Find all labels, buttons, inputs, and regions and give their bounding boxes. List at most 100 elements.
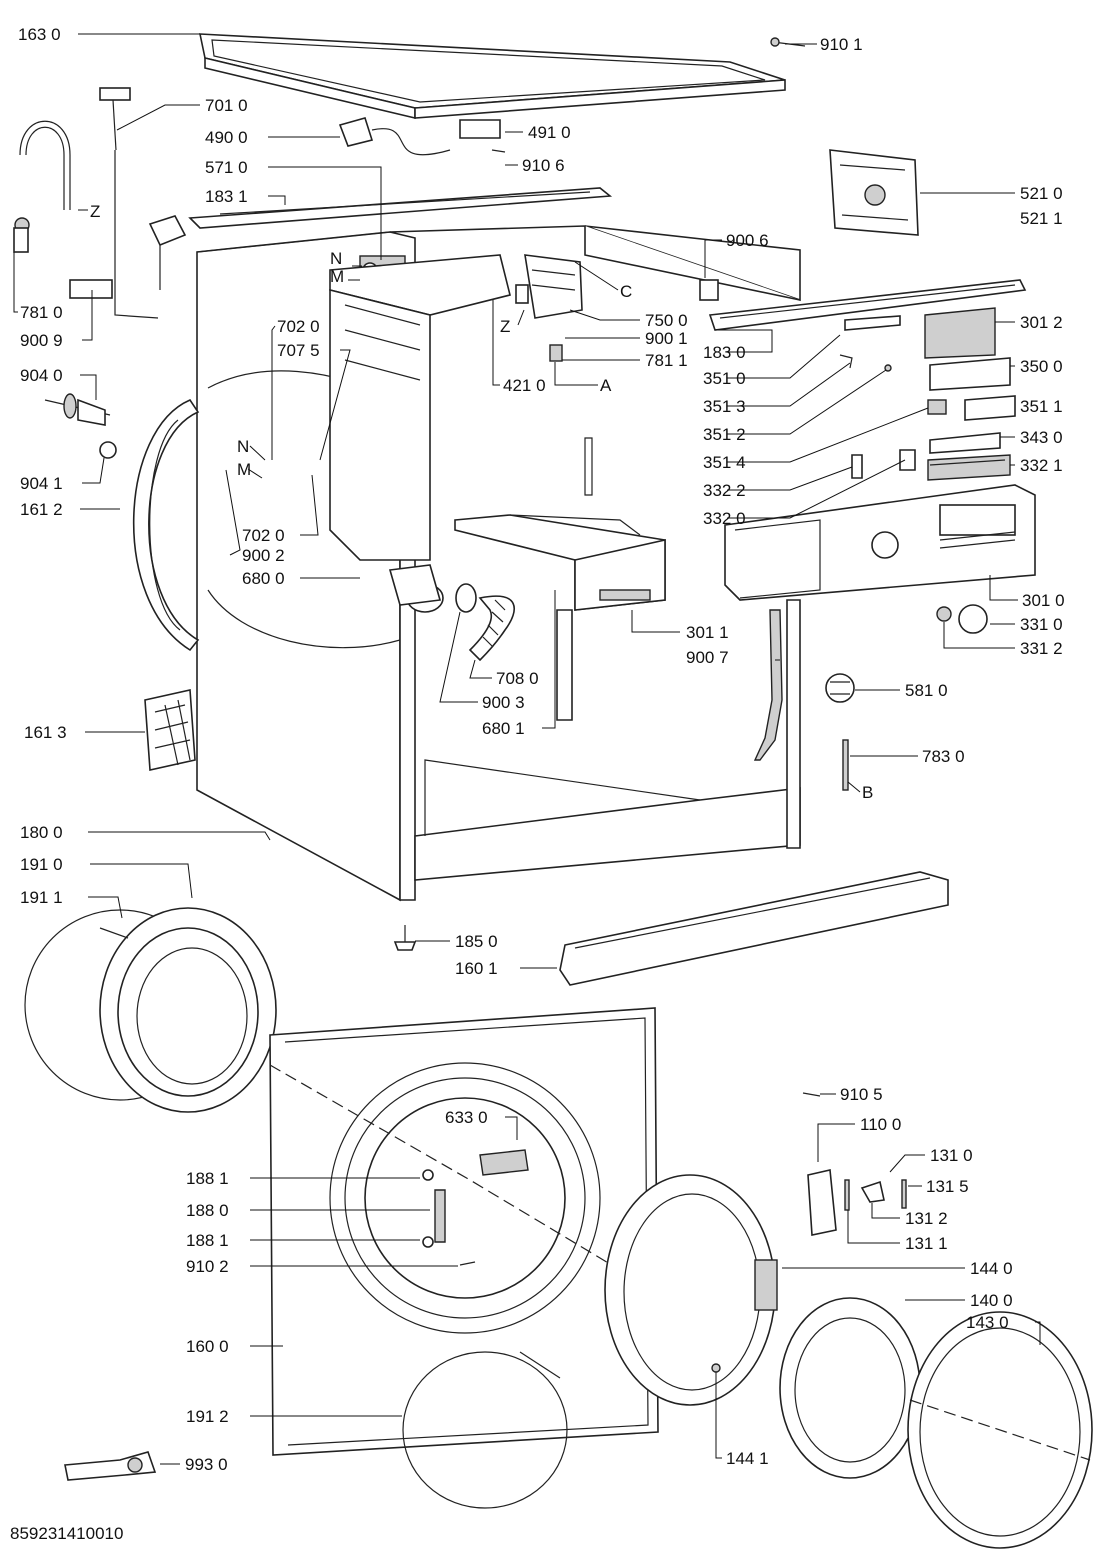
callout-521-0: 521 0	[1020, 184, 1063, 203]
seal-spring-part	[402, 1351, 568, 1509]
callout-c: C	[620, 282, 632, 301]
callout-351-3: 351 3	[703, 397, 746, 416]
callout-680-0: 680 0	[242, 569, 285, 588]
callout-301-1: 301 1	[686, 623, 729, 642]
callout-680-1: 680 1	[482, 719, 525, 738]
electronic-module-part	[829, 149, 919, 236]
side-panel-part	[132, 399, 200, 652]
callout-188-1-bottom: 188 1	[186, 1231, 229, 1250]
callout-183-0: 183 0	[703, 343, 746, 362]
callout-160-1: 160 1	[455, 959, 498, 978]
callout-750-0: 750 0	[645, 311, 688, 330]
callout-143-0: 143 0	[966, 1313, 1009, 1332]
callout-183-1: 183 1	[205, 187, 248, 206]
callout-191-1: 191 1	[20, 888, 63, 907]
callout-783-0: 783 0	[922, 747, 965, 766]
callout-421-0: 421 0	[503, 376, 546, 395]
callout-993-0: 993 0	[185, 1455, 228, 1474]
filter-cover-part	[144, 689, 196, 771]
callout-904-0: 904 0	[20, 366, 63, 385]
callout-900-2: 900 2	[242, 546, 285, 565]
door-frame-part	[604, 1174, 778, 1406]
outer-door-part	[907, 1311, 1093, 1549]
callout-521-1: 521 1	[1020, 209, 1063, 228]
callout-350-0: 350 0	[1020, 357, 1063, 376]
callout-900-7: 900 7	[686, 648, 729, 667]
front-panel-part	[269, 1007, 671, 1456]
callout-b: B	[862, 783, 873, 802]
callout-332-0: 332 0	[703, 509, 746, 528]
callout-633-0: 633 0	[445, 1108, 488, 1127]
drain-bellow-part	[455, 583, 515, 662]
callout-131-0: 131 0	[930, 1146, 973, 1165]
control-electronics-part	[699, 279, 1016, 481]
callout-331-0: 331 0	[1020, 615, 1063, 634]
callout-n-valve: N	[330, 249, 342, 268]
callout-z-chamber: Z	[500, 317, 510, 336]
rear-rail-part	[188, 187, 613, 229]
callout-191-2: 191 2	[186, 1407, 229, 1426]
callout-900-6: 900 6	[726, 231, 769, 250]
door-seal-part	[24, 907, 277, 1113]
callout-labels: 163 0 910 1 701 0 490 0 491 0 571 0 910 …	[18, 25, 1065, 1474]
callout-910-6: 910 6	[522, 156, 565, 175]
callout-701-0: 701 0	[205, 96, 248, 115]
callout-161-3: 161 3	[24, 723, 67, 742]
callout-351-4: 351 4	[703, 453, 746, 472]
callout-332-2: 332 2	[703, 481, 746, 500]
control-rail-part	[708, 279, 1027, 331]
program-knob-part	[936, 604, 988, 634]
callout-910-2: 910 2	[186, 1257, 229, 1276]
callout-900-9: 900 9	[20, 331, 63, 350]
callout-581-0: 581 0	[905, 681, 948, 700]
callout-188-0: 188 0	[186, 1201, 229, 1220]
callout-351-0: 351 0	[703, 369, 746, 388]
callout-707-5: 707 5	[277, 341, 320, 360]
wire-harness-part	[753, 609, 783, 761]
callout-z-hose: Z	[90, 202, 100, 221]
callout-161-2: 161 2	[20, 500, 63, 519]
callout-140-0: 140 0	[970, 1291, 1013, 1310]
callout-910-1: 910 1	[820, 35, 863, 54]
callout-331-2: 331 2	[1020, 639, 1063, 658]
callout-702-0-lower: 702 0	[242, 526, 285, 545]
power-cable-part	[338, 117, 506, 156]
dispenser-drawer-part	[454, 514, 666, 611]
callout-301-0: 301 0	[1022, 591, 1065, 610]
callout-708-0: 708 0	[496, 669, 539, 688]
parts-drawing	[13, 33, 1093, 1549]
worktop-part	[199, 33, 786, 120]
screw-910-1-part	[770, 37, 806, 47]
callout-351-2: 351 2	[703, 425, 746, 444]
callout-163-0: 163 0	[18, 25, 61, 44]
control-panel-part	[724, 484, 1036, 601]
door-glass-part	[779, 1297, 921, 1479]
callout-131-1: 131 1	[905, 1234, 948, 1253]
plinth-part	[559, 871, 949, 986]
callout-a: A	[600, 376, 612, 395]
detergent-dispenser-part	[329, 254, 511, 613]
callout-490-0: 490 0	[205, 128, 248, 147]
inlet-hoses-part	[13, 87, 187, 459]
callout-188-1-top: 188 1	[186, 1169, 229, 1188]
callout-702-0-top: 702 0	[277, 317, 320, 336]
callout-n-fitting: N	[237, 437, 249, 456]
callout-900-1: 900 1	[645, 329, 688, 348]
callout-144-1: 144 1	[726, 1449, 769, 1468]
callout-781-0: 781 0	[20, 303, 63, 322]
callout-185-0: 185 0	[455, 932, 498, 951]
callout-491-0: 491 0	[528, 123, 571, 142]
callout-m-valve: M	[330, 267, 344, 286]
callout-910-5: 910 5	[840, 1085, 883, 1104]
callout-571-0: 571 0	[205, 158, 248, 177]
foot-part	[393, 925, 417, 951]
callout-343-0: 343 0	[1020, 428, 1063, 447]
callout-904-1: 904 1	[20, 474, 63, 493]
callout-301-2: 301 2	[1020, 313, 1063, 332]
callout-180-0: 180 0	[20, 823, 63, 842]
service-tool-part	[64, 1451, 157, 1481]
callout-144-0: 144 0	[970, 1259, 1013, 1278]
callout-131-5: 131 5	[926, 1177, 969, 1196]
document-number: 859231410010	[10, 1524, 123, 1543]
